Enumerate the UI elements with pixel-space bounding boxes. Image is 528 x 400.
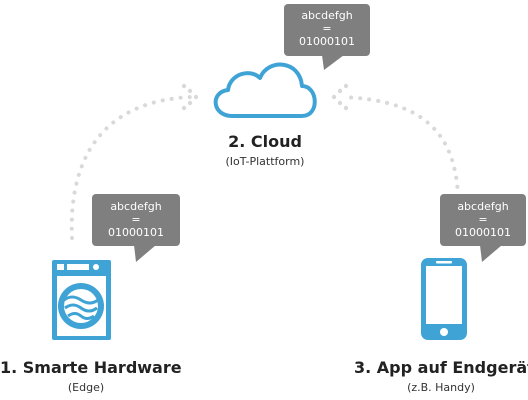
- bubble-cloud-line2: =: [322, 22, 332, 35]
- bubble-app: [440, 194, 526, 262]
- bubble-app-text: abcdefgh = 01000101: [440, 200, 526, 239]
- bubble-hardware-line3: 01000101: [108, 226, 164, 239]
- arrowhead-right-icon: [181, 83, 199, 111]
- cloud-title: 2. Cloud: [228, 132, 302, 151]
- hardware-subtitle: (Edge): [67, 381, 105, 394]
- hardware-title: 1. Smarte Hardware: [0, 358, 182, 377]
- bubble-app-line1: abcdefgh: [457, 200, 509, 213]
- connector-arrow-left: [69, 95, 194, 240]
- app-title: 3. App auf Endgerät: [354, 358, 528, 377]
- bubble-cloud-line3: 01000101: [299, 35, 355, 48]
- bubble-cloud: [284, 4, 370, 70]
- smartphone-icon: [421, 258, 467, 340]
- cloud-subtitle: (IoT-Plattform): [225, 155, 305, 168]
- bubble-cloud-text: abcdefgh = 01000101: [284, 9, 370, 48]
- bubble-hardware: [92, 194, 180, 262]
- bubble-hardware-text: abcdefgh = 01000101: [92, 200, 180, 239]
- bubble-hardware-line1: abcdefgh: [110, 200, 162, 213]
- app-subtitle: (z.B. Handy): [407, 381, 475, 394]
- bubble-hardware-line2: =: [131, 213, 141, 226]
- bubble-app-line2: =: [478, 213, 488, 226]
- cloud-icon: [213, 62, 317, 118]
- washing-machine-icon: [52, 260, 111, 340]
- bubble-app-line3: 01000101: [455, 226, 511, 239]
- bubble-cloud-line1: abcdefgh: [301, 9, 353, 22]
- arrowhead-left-icon: [331, 83, 349, 111]
- connector-arrow-right: [340, 95, 460, 198]
